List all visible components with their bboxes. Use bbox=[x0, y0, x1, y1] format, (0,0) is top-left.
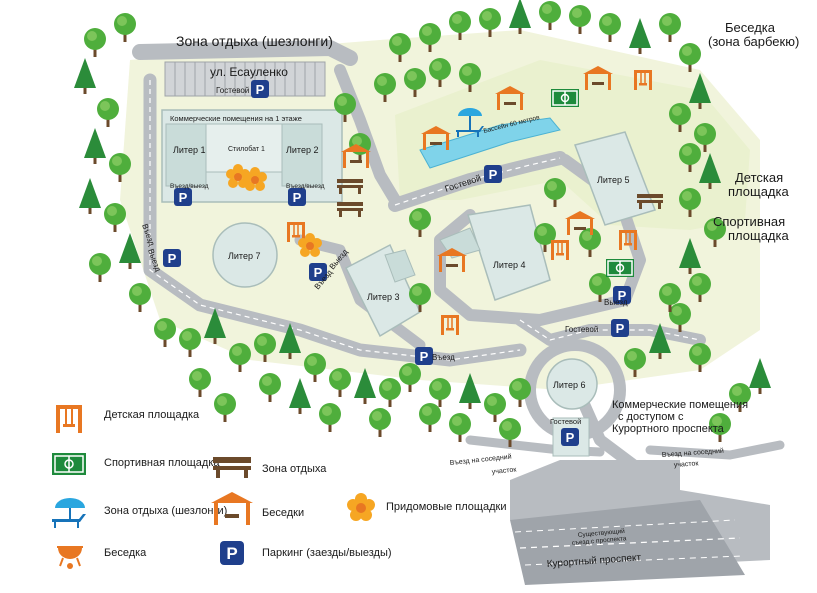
label-building-1: Литер 1 bbox=[173, 145, 205, 155]
label-commercial-top: Коммерческие помещения на 1 этаже bbox=[170, 114, 302, 123]
label-building-7: Литер 7 bbox=[228, 251, 260, 261]
building-3-wing bbox=[384, 249, 416, 283]
legend-sport-label: Спортивная площадка bbox=[104, 457, 220, 469]
label-building-4: Литер 4 bbox=[493, 260, 525, 270]
label-kids-playground: Детская bbox=[735, 170, 783, 185]
legend-flowers-label: Придомовые площадки bbox=[386, 501, 506, 513]
legend-parking-glyph: P bbox=[226, 544, 237, 563]
label-guest-1: Гостевой bbox=[216, 86, 249, 95]
label-underpass-2: съезд с проспекта bbox=[572, 535, 628, 547]
legend-parking-label: Паркинг (заезды/выезды) bbox=[262, 547, 392, 559]
label-sport-playground-2: площадка bbox=[728, 228, 789, 243]
label-kids-playground-2: площадка bbox=[728, 184, 789, 199]
label-building-3: Литер 3 bbox=[367, 292, 399, 302]
building-6-shape bbox=[546, 358, 598, 410]
legend-gazebo-icon bbox=[211, 492, 253, 525]
building-4-shape bbox=[467, 204, 551, 301]
label-entry-bottom: Въезд bbox=[432, 353, 455, 362]
building-5-shape bbox=[574, 131, 656, 226]
label-commercial-right: Коммерческие помещения bbox=[612, 399, 748, 411]
label-building-2: Литер 2 bbox=[286, 145, 318, 155]
legend-flowers-icon bbox=[347, 493, 375, 521]
building-3-shape bbox=[344, 243, 421, 338]
building-7-shape bbox=[212, 222, 278, 288]
label-gazebo-bbq: Беседка bbox=[725, 20, 776, 35]
legend-parking-icon: P bbox=[220, 541, 244, 565]
legend-bench-icon bbox=[213, 457, 251, 478]
legend-bbq-label: Беседка bbox=[104, 547, 147, 559]
label-building-5: Литер 5 bbox=[597, 175, 629, 185]
legend-sunbed-label: Зона отдыха (шезлонги) bbox=[104, 505, 227, 517]
legend-bench-label: Зона отдыха bbox=[262, 463, 327, 475]
label-rest-zone: Зона отдыха (шезлонги) bbox=[176, 33, 333, 49]
legend-kids-icon bbox=[56, 405, 82, 433]
upper-terrace bbox=[395, 60, 750, 230]
label-commercial-right-2: с доступом с bbox=[618, 411, 684, 423]
label-commercial-right-3: Курортного проспекта bbox=[612, 423, 725, 435]
legend-sunbed-icon bbox=[52, 498, 86, 528]
legend-gazebo-label: Беседки bbox=[262, 507, 304, 519]
legend-bbq-icon bbox=[57, 546, 83, 569]
label-neighbor-left: Въезд на соседний bbox=[449, 453, 512, 467]
label-gazebo-bbq-2: (зона барбекю) bbox=[708, 34, 799, 49]
label-sport-playground: Спортивная bbox=[713, 214, 785, 229]
label-building-6: Литер 6 bbox=[553, 380, 585, 390]
label-entry-exit-1: Въезд/выезд bbox=[170, 183, 209, 190]
legend-sport-icon bbox=[52, 453, 86, 475]
label-exit-right: Выезд bbox=[604, 298, 628, 307]
legend-kids-label: Детская площадка bbox=[104, 409, 200, 421]
label-guest-3: Гостевой bbox=[550, 417, 581, 426]
label-neighbor-left-2: участок bbox=[491, 466, 517, 476]
pool bbox=[419, 117, 561, 169]
label-entry-exit-2: Въезд/выезд bbox=[286, 183, 325, 190]
avenue-road bbox=[510, 460, 770, 585]
label-street: ул. Есауленко bbox=[210, 65, 288, 79]
label-stylobat: Стилобат 1 bbox=[228, 145, 265, 153]
label-guest-2: Гостевой bbox=[565, 325, 598, 334]
label-neighbor-right-2: участок bbox=[674, 460, 700, 469]
legend: Детская площадка Спортивная площадка Зон… bbox=[52, 405, 506, 569]
parking-stalls-top bbox=[164, 61, 326, 97]
